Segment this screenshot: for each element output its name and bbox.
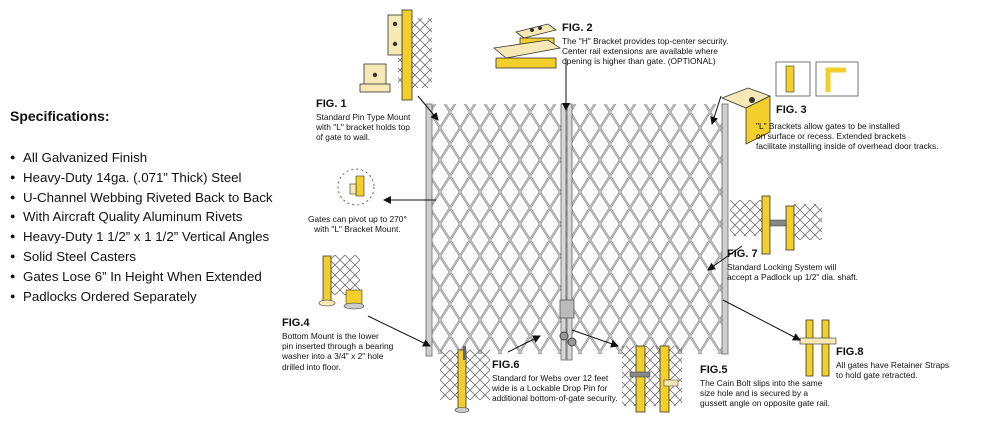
pivot-icon xyxy=(337,168,375,206)
fig7-description: Standard Locking System will accept a Pa… xyxy=(727,262,859,283)
fig4-description: Bottom Mount is the lower pin inserted t… xyxy=(282,331,394,372)
fig8-label: FIG.8 xyxy=(836,346,864,358)
fig5-description: The Cain Bolt slips into the same size h… xyxy=(700,378,830,409)
fig4-label: FIG.4 xyxy=(282,317,310,329)
fig3-description: "L" Brackets allow gates to be installed… xyxy=(756,121,939,152)
fig3-label: FIG. 3 xyxy=(776,104,807,116)
fig6-description: Standard for Webs over 12 feet wide is a… xyxy=(492,373,618,404)
leader-arrows xyxy=(367,58,801,353)
specifications-title: Specifications: xyxy=(10,108,110,124)
fig1-description: Standard Pin Type Mount with "L" bracket… xyxy=(316,112,411,143)
bottom-mount-icon xyxy=(318,255,365,310)
spec-item: All Galvanized Finish xyxy=(10,148,273,168)
spec-item: Solid Steel Casters xyxy=(10,247,273,267)
spec-item: Heavy-Duty 14ga. (.071” Thick) Steel xyxy=(10,168,273,188)
fig8-description: All gates have Retainer Straps to hold g… xyxy=(836,360,950,381)
h-bracket-icon xyxy=(493,23,562,69)
fig7-label: FIG. 7 xyxy=(727,248,758,260)
fig6-label: FIG.6 xyxy=(492,359,520,371)
spec-item: U-Channel Webbing Riveted Back to Back xyxy=(10,188,273,208)
l-bracket-icon xyxy=(359,9,432,101)
drop-pin-icon xyxy=(440,346,490,413)
spec-item: Padlocks Ordered Separately xyxy=(10,287,273,307)
fig5-label: FIG.5 xyxy=(700,364,728,376)
cain-bolt-icon xyxy=(622,345,682,413)
gate-illustration xyxy=(425,103,729,361)
fig2-description: The "H" Bracket provides top-center secu… xyxy=(562,36,729,67)
retainer-strap-icon xyxy=(799,319,837,377)
specifications-list: All Galvanized Finish Heavy-Duty 14ga. (… xyxy=(10,148,273,306)
fig1-label: FIG. 1 xyxy=(316,98,347,110)
l-bracket-icon xyxy=(720,61,859,145)
spec-item: Heavy-Duty 1 1/2” x 1 1/2” Vertical Angl… xyxy=(10,227,273,247)
spec-item: Gates Lose 6” In Height When Extended xyxy=(10,267,273,287)
fig2-label: FIG. 2 xyxy=(562,22,593,34)
spec-item: With Aircraft Quality Aluminum Rivets xyxy=(10,207,273,227)
lock-icon xyxy=(730,195,822,255)
pivot-description: Gates can pivot up to 270° with "L" Brac… xyxy=(308,214,407,235)
